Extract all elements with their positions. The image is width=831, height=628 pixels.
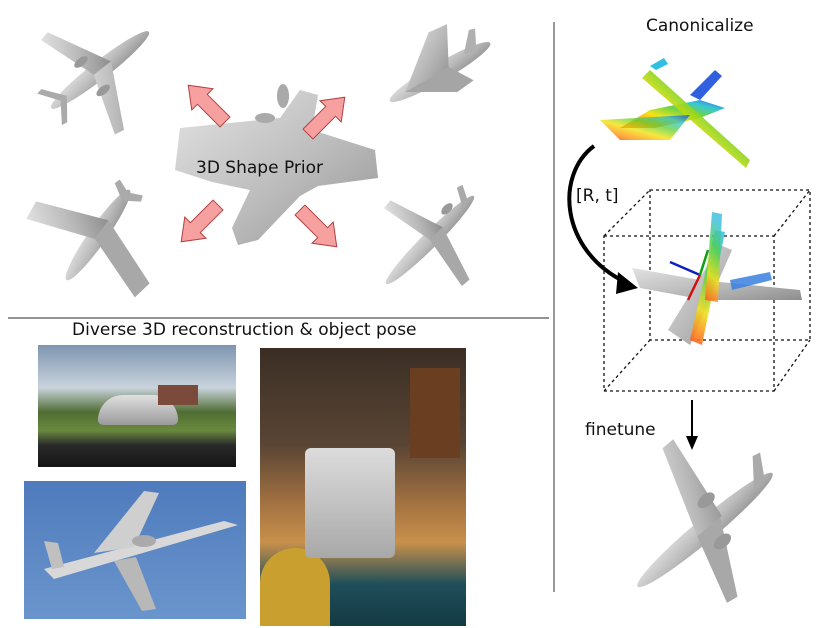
yellow-chair — [260, 548, 330, 626]
airplane-shape-top-right — [389, 24, 491, 103]
car-road-photo — [38, 345, 236, 467]
dining-room-photo — [260, 348, 466, 626]
posed-chair — [305, 448, 395, 558]
shape-prior-label: 3D Shape Prior — [196, 158, 324, 178]
rotation-translation-label: [R, t] — [576, 186, 619, 206]
airplane-shape-top-left — [37, 31, 150, 135]
posed-airplane — [632, 212, 802, 345]
canonicalize-label: Canonicalize — [646, 16, 754, 36]
finetune-label: finetune — [585, 420, 656, 440]
finetuned-airplane — [637, 439, 773, 603]
finetune-arrow-head — [686, 436, 698, 450]
diverse-reconstruction-label: Diverse 3D reconstruction & object pose — [72, 320, 417, 340]
airplane-sky-photo — [24, 481, 246, 619]
cabinet — [410, 368, 460, 458]
rotation-arrow-curve — [567, 144, 626, 284]
shape-prior-blob — [175, 84, 378, 245]
rotation-arrow-head — [616, 272, 638, 294]
house-shape — [158, 385, 198, 405]
airplane-shape-bottom-right — [384, 184, 475, 286]
arrow-down-left — [180, 199, 224, 243]
airplane-shape-bottom-left — [26, 179, 150, 298]
arrow-down-right — [294, 204, 338, 248]
sky-plane-drawing — [44, 491, 238, 611]
arrow-up-left — [187, 84, 231, 128]
arrow-up-right — [302, 96, 346, 140]
canonical-point-cloud — [600, 58, 750, 168]
bounding-cube — [603, 189, 811, 392]
